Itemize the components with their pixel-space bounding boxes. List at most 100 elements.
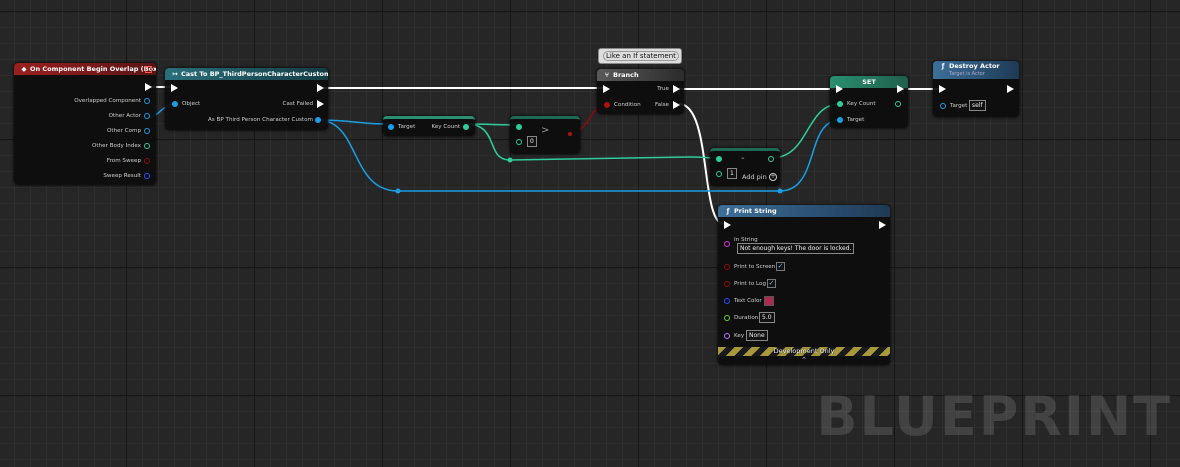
- print-duration-value[interactable]: 5.0: [759, 312, 775, 323]
- print-to-screen-label: Print to Screen: [734, 264, 776, 270]
- print-in-string-pin[interactable]: [724, 241, 730, 247]
- compare-value-box[interactable]: 0: [527, 136, 537, 147]
- print-duration-pin[interactable]: [724, 315, 730, 321]
- pin-label-other-actor: Other Actor: [108, 113, 141, 119]
- print-to-screen-checkbox[interactable]: ✓: [776, 262, 785, 271]
- subtract-out-pin[interactable]: [768, 156, 774, 162]
- function-icon: ƒ: [726, 207, 730, 215]
- cast-exec-in-pin[interactable]: [171, 84, 178, 92]
- branch-false-pin[interactable]: [673, 101, 680, 109]
- reroute-dot-int: [507, 157, 513, 163]
- set-target-pin[interactable]: [837, 117, 843, 123]
- cast-exec-out-pin[interactable]: [317, 84, 324, 92]
- print-key-label: Key: [734, 333, 745, 339]
- branch-false-label: False: [654, 102, 669, 108]
- add-pin-icon[interactable]: +: [769, 173, 777, 181]
- pin-label-other-comp: Other Comp: [107, 128, 141, 134]
- print-in-string-value[interactable]: Not enough keys! The door is locked.: [737, 243, 855, 254]
- destroy-target-pin[interactable]: [940, 103, 946, 109]
- print-key-value[interactable]: None: [746, 330, 768, 341]
- cast-icon: ↦: [172, 70, 178, 78]
- cast-as-label: As BP Third Person Character Custom: [208, 117, 313, 123]
- branch-node-header: ⑂Branch: [597, 69, 684, 81]
- cast-object-pin[interactable]: [172, 101, 178, 107]
- expand-chevron-icon[interactable]: ⌃: [801, 356, 807, 364]
- destroy-exec-in-pin[interactable]: [939, 85, 946, 93]
- pin-overlapped-component[interactable]: [144, 98, 150, 104]
- pin-other-comp[interactable]: [144, 128, 150, 134]
- print-exec-in-pin[interactable]: [724, 221, 731, 229]
- blueprint-watermark: BLUEPRINT: [816, 385, 1172, 448]
- compare-out-pin[interactable]: [568, 132, 572, 136]
- compare-operator: >: [541, 125, 550, 136]
- pin-other-actor[interactable]: [144, 113, 150, 119]
- pin-label-overlapped-component: Overlapped Component: [74, 98, 141, 104]
- function-icon: ƒ: [941, 62, 945, 70]
- print-to-log-pin[interactable]: [724, 281, 730, 287]
- event-diamond-icon: ◆: [21, 65, 27, 73]
- subtract-add-pin-label[interactable]: Add pin: [742, 173, 767, 181]
- int-wire-count-subtract: [465, 123, 717, 161]
- get-key-count-pin[interactable]: [463, 124, 469, 130]
- print-exec-out-pin[interactable]: [879, 221, 886, 229]
- compare-greater-node[interactable]: 0 >: [510, 116, 580, 154]
- pin-from-sweep[interactable]: [144, 158, 150, 164]
- event-exec-out-pin[interactable]: [145, 83, 152, 91]
- branch-exec-in-pin[interactable]: [603, 85, 610, 93]
- print-in-string-label: In String: [734, 237, 758, 243]
- get-target-pin[interactable]: [388, 124, 394, 130]
- branch-condition-pin[interactable]: [604, 102, 610, 108]
- print-to-log-label: Print to Log: [734, 281, 767, 287]
- destroy-target-label: Target: [950, 103, 968, 109]
- set-node-header: SET: [830, 76, 908, 88]
- print-key-pin[interactable]: [724, 333, 730, 339]
- cast-failed-exec-pin[interactable]: [317, 100, 324, 108]
- set-exec-in-pin[interactable]: [836, 85, 843, 93]
- set-node-title: SET: [862, 78, 876, 86]
- compare-a-pin[interactable]: [516, 124, 522, 130]
- development-only-label: Development Only: [773, 347, 835, 355]
- compare-b-pin[interactable]: [516, 139, 522, 145]
- comment-bubble[interactable]: Like an If statement: [598, 48, 682, 64]
- cast-as-pin[interactable]: [315, 117, 321, 123]
- print-text-color-label: Text Color: [734, 298, 762, 304]
- print-text-color-pin[interactable]: [724, 298, 730, 304]
- comment-text: Like an If statement: [603, 51, 679, 61]
- print-to-log-checkbox[interactable]: ✓: [767, 279, 776, 288]
- set-key-count-node[interactable]: SET Key Count Target: [830, 76, 908, 128]
- branch-node-title: Branch: [613, 71, 639, 79]
- set-exec-out-pin[interactable]: [897, 85, 904, 93]
- event-node-begin-overlap[interactable]: ◆On Component Begin Overlap (Box) Overla…: [14, 63, 156, 185]
- cast-node[interactable]: ↦Cast To BP_ThirdPersonCharacterCustom O…: [165, 68, 328, 130]
- branch-true-label: True: [657, 86, 669, 92]
- set-key-count-in-pin[interactable]: [837, 101, 843, 107]
- subtract-node[interactable]: 1 - Add pin +: [710, 148, 780, 186]
- print-to-screen-pin[interactable]: [724, 264, 730, 270]
- branch-condition-label: Condition: [614, 102, 641, 108]
- pin-other-body-index[interactable]: [144, 143, 150, 149]
- get-target-label: Target: [398, 124, 416, 130]
- branch-true-pin[interactable]: [673, 85, 680, 93]
- subtract-operator: -: [741, 153, 745, 164]
- set-key-count-out-pin[interactable]: [895, 101, 901, 107]
- subtract-a-pin[interactable]: [716, 156, 722, 162]
- subtract-value-box[interactable]: 1: [727, 168, 737, 179]
- cast-node-title: Cast To BP_ThirdPersonCharacterCustom: [181, 70, 328, 78]
- pin-label-other-body-index: Other Body Index: [92, 143, 141, 149]
- destroy-target-value[interactable]: self: [969, 100, 986, 111]
- branch-node[interactable]: ⑂Branch True Condition False: [597, 69, 684, 114]
- pin-sweep-result[interactable]: [144, 173, 150, 179]
- get-key-count-node[interactable]: Target Key Count: [383, 116, 475, 136]
- reroute-dot-object: [395, 188, 401, 194]
- set-target-label: Target: [847, 117, 865, 123]
- subtract-b-pin[interactable]: [716, 171, 722, 177]
- object-wire-cast-get: [317, 119, 389, 125]
- development-only-banner: Development Only: [718, 347, 890, 356]
- print-text-color-swatch[interactable]: [764, 296, 774, 306]
- cast-object-label: Object: [182, 101, 201, 107]
- destroy-exec-out-pin[interactable]: [1007, 85, 1014, 93]
